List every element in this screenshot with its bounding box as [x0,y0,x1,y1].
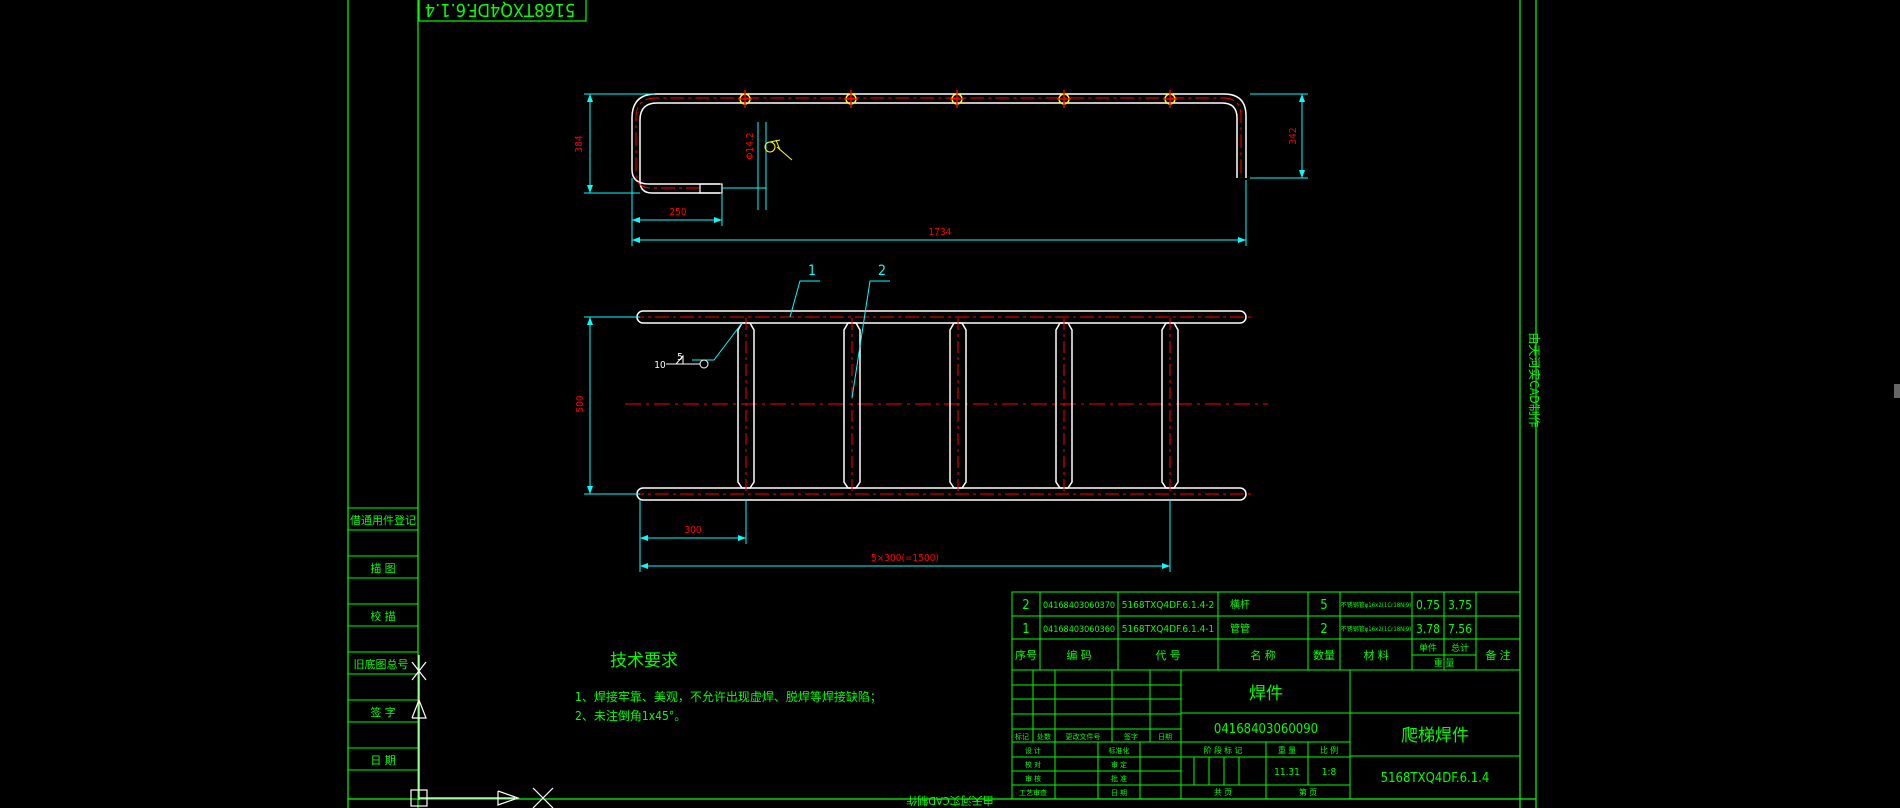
bom-table [1011,591,1521,671]
fillet-weld-symbol [666,354,709,369]
dim-length: 1734 [929,227,952,238]
bom-cell-unit: 0.75 [1416,598,1440,612]
rail-top [636,310,1247,324]
weight-value: 11.31 [1274,767,1300,778]
bom-header-no: 序号 [1015,648,1037,662]
sign-row-right-2: 批 准 [1111,774,1127,783]
leader-2: 2 [878,263,886,279]
sign-row-0: 设 计 [1025,746,1041,755]
weld-size: 5 [677,352,683,363]
sheet-no: 第 页 [1299,787,1317,797]
part-name: 爬梯焊件 [1401,726,1469,746]
sign-row-1: 校 对 [1025,760,1041,769]
rev-header-0: 标记 [1015,732,1029,741]
bom-header: 序号 编 码 代 号 名 称 数量 材 料 单件 总计 重 量 备 注 [1015,642,1511,669]
sign-row-3: 工艺审查 [1019,788,1047,797]
bom-cell-material: 不锈钢管φ16x2(1Cr18Ni9) [1341,601,1412,609]
bom-cell-total: 3.75 [1448,598,1472,612]
leader-1: 1 [808,263,816,279]
sign-row-right-0: 标准化 [1109,746,1130,755]
hole-note: Φ14.2 [745,132,756,159]
dim-bottom-left: 250 [669,207,686,218]
dim-height: 500 [575,395,586,412]
bom-header-name: 名 称 [1250,648,1275,662]
ucs-icon [410,655,554,808]
notes-title: 技术要求 [610,651,678,671]
bom-cell-material: 不锈钢管φ16x2(1Cr18Ni9) [1341,625,1412,633]
technical-notes: 技术要求 1、焊接牢靠、美观，不允许出现虚焊、脱焊等焊接缺陷； 2、未注倒角1x… [575,651,882,723]
sign-row-right-1: 审 定 [1111,760,1127,769]
part-code: 04168403060090 [1214,722,1318,737]
top-view: 384 342 250 1734 Φ14.2 [574,90,1308,246]
rev-header-3: 签字 [1124,732,1138,741]
rung-holes [738,90,1177,108]
rungs [737,322,1179,489]
notes-line-2: 2、未注倒角1x45°。 [575,708,686,723]
part-type: 焊件 [1249,684,1283,704]
bom-cell-total: 7.56 [1448,622,1472,636]
title-block [1011,669,1521,800]
bom-cell-no: 1 [1022,622,1029,637]
bom-row-1: 1 04168403060360 5168TXQ4DF.6.1.4-1 管管 2… [1022,622,1472,637]
weld-left: 10 [654,360,666,371]
side-stamp: 由天河实CAD制作 [1527,332,1542,427]
scale-value: 1:8 [1322,767,1337,778]
weight-label: 重 量 [1278,745,1296,755]
rail-bottom [636,487,1247,501]
bom-cell-qty: 2 [1320,622,1327,637]
left-label-3: 旧底图总号 [354,657,409,671]
left-column [348,507,418,771]
hole-weld-symbol [764,139,793,161]
scroll-marker[interactable] [1894,384,1900,398]
bom-header-unit: 单件 [1419,642,1437,654]
rev-header-2: 更改文件号 [1066,732,1101,741]
left-label-2: 校 描 [370,609,395,623]
bom-header-material: 材 料 [1363,648,1388,662]
dim-first-rung: 300 [684,525,701,536]
sign-row-right-3: 日 期 [1111,789,1127,797]
bottom-stamp: 由天河实CAD制作 [906,794,993,808]
tube-profile-center [635,97,1242,189]
dim-pitch: 5×300(=1500) [871,553,939,564]
tube-profile-inner [639,102,1238,194]
bom-cell-name: 横杆 [1230,598,1250,611]
bom-cell-drawing: 5168TXQ4DF.6.1.4-2 [1122,600,1215,611]
tube-profile-outer [631,93,1247,185]
bom-header-weight: 重 量 [1434,657,1455,669]
top-stamp: 5168TXQ4DF.6.1.4 [425,0,575,20]
scale-label: 比 例 [1320,745,1338,755]
bom-row-2: 2 0416840306037​0 5168TXQ4DF.6.1.4-2 横杆 … [1022,598,1472,613]
sign-row-2: 审 核 [1025,774,1041,783]
drawing-frame [347,0,1537,808]
bom-cell-code: 0416840306037​0 [1043,601,1115,611]
left-label-4: 签 字 [370,705,395,719]
drawing-no: 5168TXQ4DF.6.1.4 [1381,771,1490,786]
dim-height-right: 342 [1288,127,1299,144]
bom-header-code: 编 码 [1066,648,1091,662]
dim-height-left: 384 [574,135,585,152]
notes-line-1: 1、焊接牢靠、美观，不允许出现虚焊、脱焊等焊接缺陷； [575,689,882,704]
bom-header-total: 总计 [1451,642,1469,654]
rev-header-4: 日期 [1158,733,1172,741]
bom-cell-unit: 3.78 [1416,622,1440,636]
left-label-0: 借通用件登记 [350,513,416,527]
bom-header-qty: 数量 [1313,649,1335,662]
rev-header-1: 处数 [1037,732,1051,741]
bom-cell-no: 2 [1022,598,1029,613]
bom-header-drawing: 代 号 [1155,649,1180,662]
sheets-total: 共 页 [1214,788,1232,797]
left-label-5: 日 期 [370,754,395,767]
left-label-1: 描 图 [370,561,395,575]
bom-cell-qty: 5 [1320,598,1327,613]
bom-cell-name: 管管 [1230,622,1250,635]
bom-header-remark: 备 注 [1485,648,1510,662]
front-view: 1 2 10 5 500 300 5×300(=1500) [575,263,1268,572]
stage-label: 阶 段 标 记 [1204,745,1243,755]
bom-cell-code: 04168403060360 [1043,625,1115,635]
bom-cell-drawing: 5168TXQ4DF.6.1.4-1 [1122,624,1215,635]
